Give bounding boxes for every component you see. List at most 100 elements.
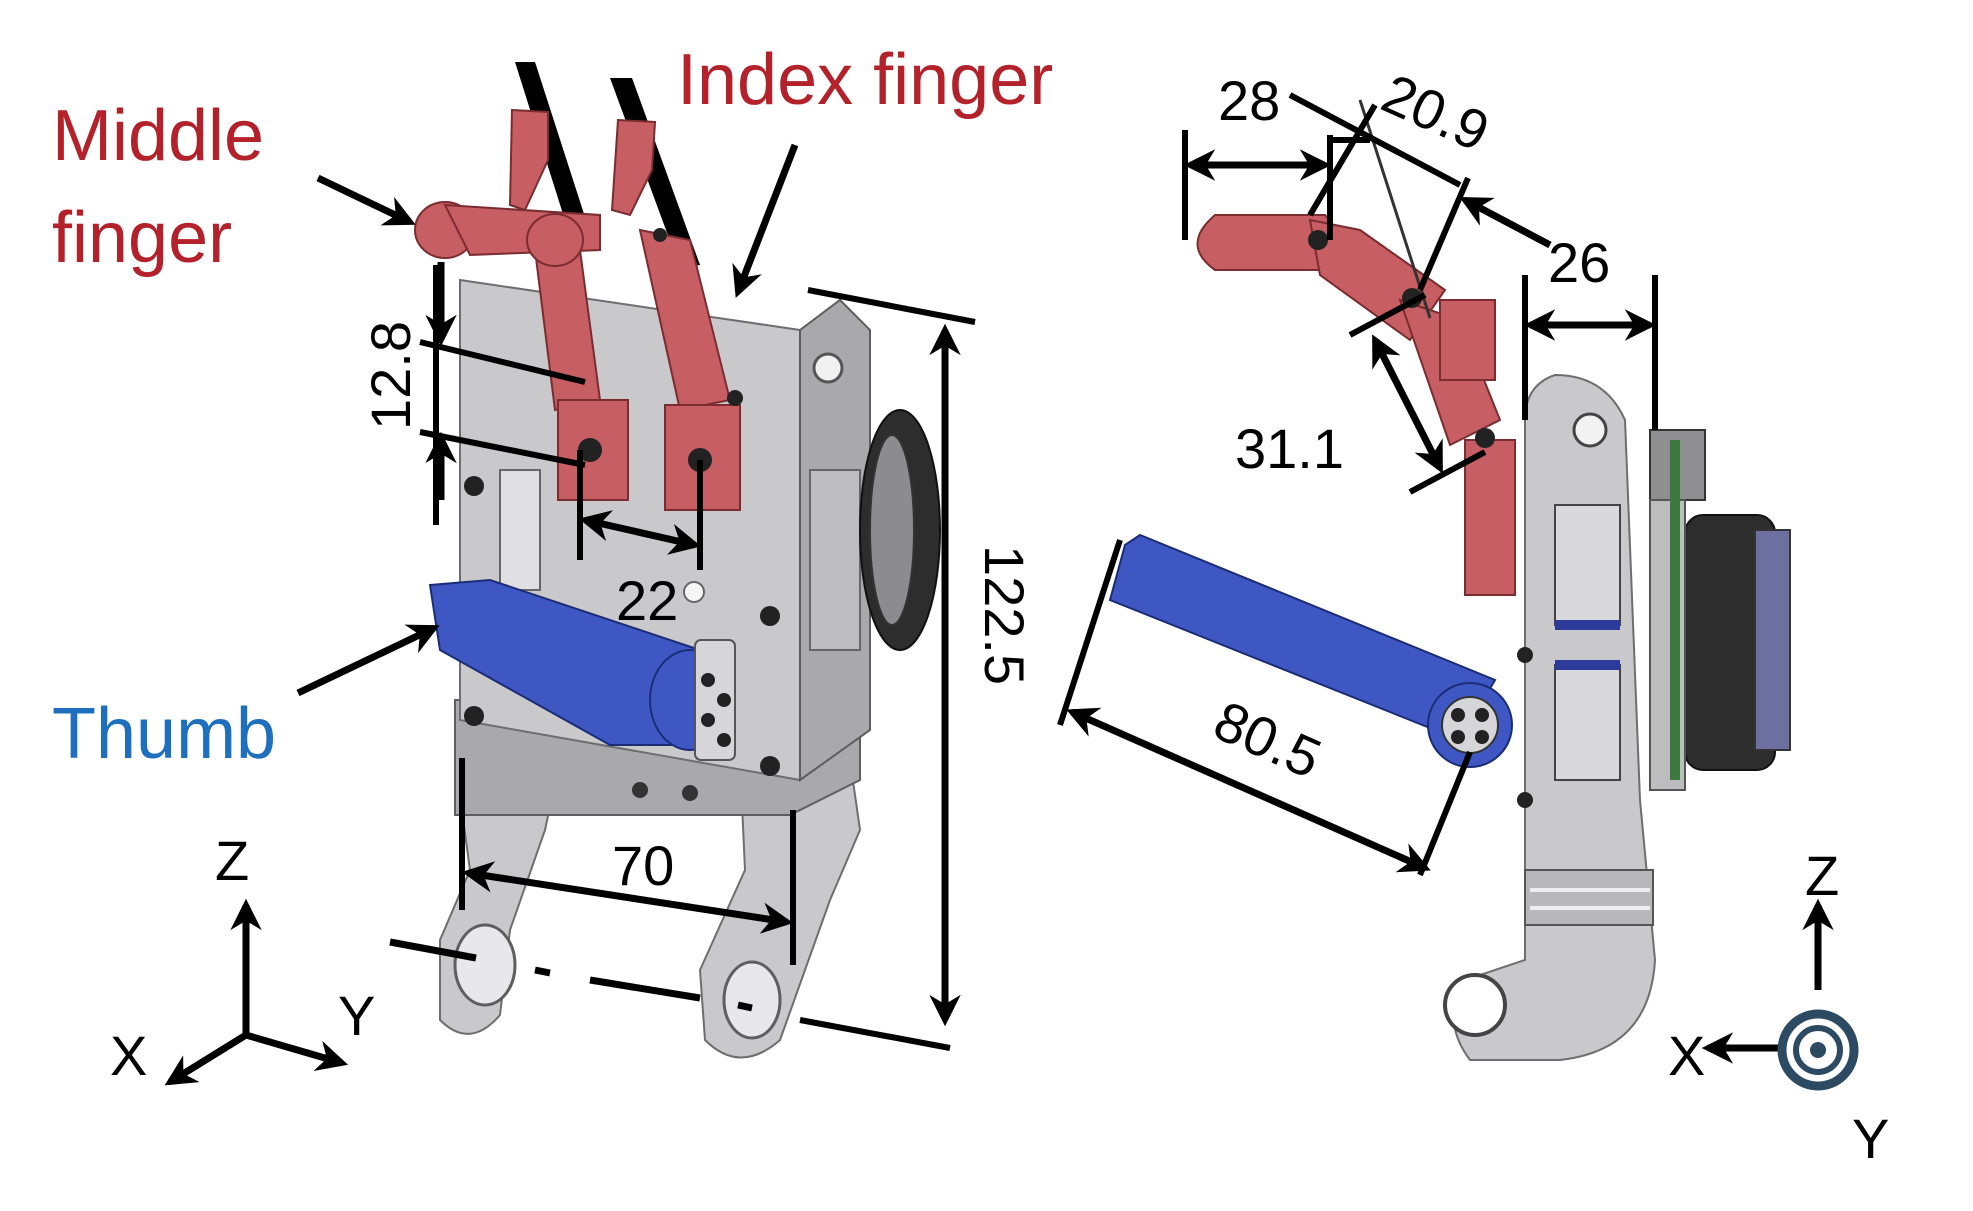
- right-mount-hole: [722, 960, 782, 1040]
- dim-31-1-extension-top: [1348, 292, 1427, 338]
- left-axis-y-label: Y: [338, 984, 375, 1047]
- thumb-label: Thumb: [52, 694, 276, 774]
- side-motor-cap: [1754, 529, 1791, 751]
- side-thumb-screw: [1451, 708, 1465, 722]
- side-pcb: [1670, 440, 1680, 780]
- dim-20-9-line: [1288, 92, 1462, 188]
- left-mount-hole: [453, 923, 517, 1007]
- base-screw: [682, 785, 698, 801]
- thumb-screw: [717, 693, 731, 707]
- text-labels: Middle finger Index finger Thumb 12.8 22…: [52, 40, 1889, 1170]
- right-axis-z-label: Z: [1805, 844, 1839, 907]
- mount-axis-dash: [589, 976, 701, 1002]
- right-axis-x-label: X: [1668, 1024, 1705, 1087]
- thumb-pointer: [296, 624, 440, 697]
- base-screw: [632, 782, 648, 798]
- thumb-screw: [701, 673, 715, 687]
- dim-20-9-extension-left: [1307, 103, 1378, 217]
- left-axes-triad: [164, 898, 349, 1086]
- right-view-hand: [1108, 99, 1791, 1061]
- frame-screw: [464, 476, 484, 496]
- side-screw: [1517, 647, 1533, 663]
- left-x-axis-arrow: [164, 1032, 248, 1086]
- middle-finger-base: [557, 399, 629, 501]
- dim-20-9-arrow-right: [1459, 196, 1552, 249]
- left-y-axis-arrow: [245, 1031, 349, 1072]
- mount-axis-dash: [389, 938, 477, 962]
- y-axis-out-of-page-icon: [1777, 1009, 1859, 1091]
- frame-slot-side: [809, 469, 861, 651]
- right-view-dimensions: [1057, 92, 1658, 877]
- middle-finger-label-line1: Middle: [52, 96, 264, 176]
- side-finger-joint-1: [1308, 230, 1328, 250]
- frame-hole: [812, 352, 844, 384]
- side-finger-base: [1464, 439, 1516, 596]
- side-thumb-screw: [1451, 730, 1465, 744]
- middle-finger-pointer: [316, 174, 416, 226]
- right-axes-triad: [1701, 898, 1859, 1091]
- mount-axis-dash: [534, 966, 551, 977]
- side-thumb-screw: [1475, 708, 1489, 722]
- y-axis-dot: [1810, 1042, 1826, 1058]
- dim-80-5-extension-left: [1057, 539, 1123, 726]
- left-view-dimensions: [389, 262, 976, 1051]
- side-frame-ribs: [1524, 869, 1654, 926]
- side-thumb-plate: [1441, 696, 1499, 754]
- frame-screw: [760, 606, 780, 626]
- side-finger-actuator: [1439, 299, 1496, 381]
- gear-housing-bottom: [1554, 664, 1621, 781]
- gear-band: [1555, 660, 1620, 670]
- side-screw: [1517, 792, 1533, 808]
- dim-70-label: 70: [612, 834, 674, 897]
- dim-20-9-extension-right: [1417, 176, 1471, 292]
- side-frame-hole-top: [1572, 412, 1608, 448]
- index-finger-knuckle: [526, 213, 584, 267]
- dim-122-5-label: 122.5: [973, 545, 1036, 685]
- frame-screw: [464, 706, 484, 726]
- tendon-strip-left: [515, 62, 595, 252]
- thumb-screw: [717, 733, 731, 747]
- frame-hole-small: [683, 581, 705, 603]
- dim-28-label: 28: [1218, 69, 1280, 132]
- dim-70-line: [461, 861, 794, 934]
- thumb-mount: [694, 639, 736, 761]
- side-finger-joint-3: [1475, 428, 1495, 448]
- middle-finger-label-line2: finger: [52, 198, 232, 278]
- right-axis-y-label: Y: [1852, 1107, 1889, 1170]
- dim-31-1-label: 31.1: [1235, 417, 1344, 480]
- index-finger-label: Index finger: [677, 40, 1053, 120]
- thumb-screw: [701, 713, 715, 727]
- middle-finger-joint: [578, 438, 602, 462]
- left-axis-x-label: X: [110, 1024, 147, 1087]
- mount-axis-dash: [737, 1001, 753, 1012]
- dim-122-5-extension-top: [807, 287, 976, 325]
- left-view-pointers: [296, 143, 799, 697]
- dim-31-1-line: [1371, 334, 1444, 474]
- dim-26-label: 26: [1548, 231, 1610, 294]
- frame-screw: [760, 756, 780, 776]
- dim-80-5-label: 80.5: [1205, 688, 1330, 790]
- dim-31-1-extension-bottom: [1408, 449, 1487, 495]
- dim-12-8-label: 12.8: [359, 321, 422, 430]
- left-view-hand: [414, 62, 941, 1059]
- gear-band: [1555, 620, 1620, 630]
- gear-housing-top: [1554, 504, 1621, 626]
- dim-122-5-extension-bottom: [799, 1017, 951, 1051]
- middle-finger-tip: [508, 108, 549, 212]
- index-finger-pointer: [732, 143, 799, 298]
- dim-80-5-extension-right: [1417, 750, 1473, 877]
- index-finger-screw: [653, 228, 667, 242]
- dim-12-8-extension-top: [419, 339, 586, 385]
- left-axis-z-label: Z: [215, 829, 249, 892]
- dim-80-5-line: [1066, 707, 1431, 873]
- side-mount-hole: [1443, 973, 1507, 1037]
- motor-face: [869, 434, 915, 626]
- frame-slot: [499, 469, 541, 591]
- dim-22-line: [578, 510, 702, 555]
- dim-22-label: 22: [616, 569, 678, 632]
- side-thumb-screw: [1475, 730, 1489, 744]
- index-finger-tip: [610, 118, 657, 217]
- index-finger-screw: [727, 390, 743, 406]
